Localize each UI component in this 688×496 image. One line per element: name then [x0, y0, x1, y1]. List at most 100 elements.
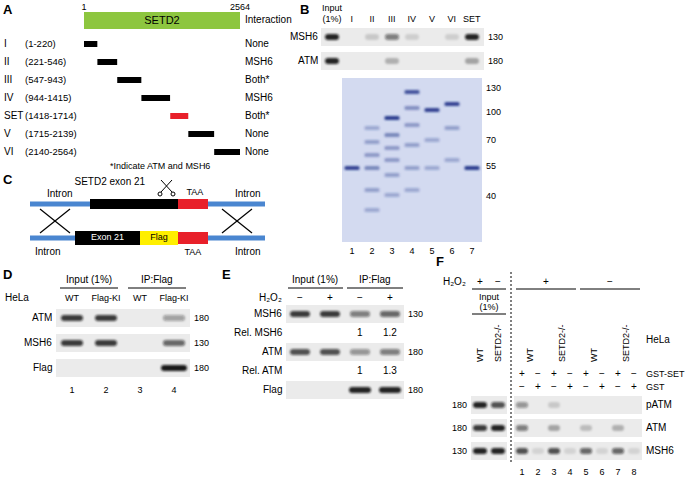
figure-label: 7 [470, 246, 475, 256]
figure-label: Intron [235, 188, 261, 200]
coomassie-gel [342, 78, 482, 242]
western-blot [471, 442, 507, 460]
western-blot [321, 52, 484, 70]
gel-band [365, 153, 380, 157]
figure-label: − [495, 276, 501, 288]
protein-band [596, 448, 608, 454]
bracket-line [472, 314, 506, 315]
protein-band [161, 365, 187, 371]
lane-label: SETD2-/- [557, 324, 567, 362]
figure-label: WT [65, 293, 79, 303]
protein-band [163, 340, 185, 346]
recombination-cross [40, 209, 70, 233]
protein-band [628, 448, 640, 454]
figure-label: H₂O₂ [259, 292, 282, 304]
figure-label: 5 [430, 246, 435, 256]
gel-band [385, 173, 400, 177]
figure-label: V [4, 128, 11, 140]
figure-label: 6 [600, 467, 605, 477]
figure-label: GST [646, 382, 665, 392]
stop-codon-box [178, 232, 208, 244]
node-text: Exon 21 [91, 233, 124, 243]
scissors-icon [161, 180, 172, 192]
figure-label: 1 [357, 365, 363, 377]
protein-band [516, 402, 528, 408]
figure-label: Interaction [245, 14, 292, 26]
gel-band [445, 158, 460, 162]
lane-label: WT [589, 348, 599, 362]
protein-band [385, 34, 399, 40]
figure-label: ATM [298, 55, 318, 67]
protein-band [380, 311, 400, 317]
panel-letter: B [300, 3, 309, 18]
gel-band [405, 143, 420, 147]
bracket-line [60, 288, 118, 289]
figure-label: 4 [172, 385, 177, 395]
figure-label: 130 [488, 32, 503, 42]
figure-label: (1%) [323, 14, 342, 24]
figure-label: (2140-2564) [25, 147, 77, 158]
protein-band [405, 34, 419, 40]
figure-label: HeLa [646, 334, 670, 346]
figure-label: + [543, 276, 549, 288]
scissors-icon [161, 180, 172, 192]
figure-label: 2 [104, 385, 109, 395]
figure-label: I [4, 38, 7, 50]
protein-band [491, 402, 505, 408]
western-blot [321, 28, 484, 46]
protein-band [325, 34, 339, 40]
figure-label: WT [133, 293, 147, 303]
figure-label: 130 [452, 446, 467, 456]
figure-label: IV [4, 92, 13, 104]
figure-label: Intron [235, 246, 261, 258]
figure-label: 2 [370, 246, 375, 256]
flag-tag-box: Flag [140, 231, 178, 245]
figure-label: 4 [568, 467, 573, 477]
figure-label: 6 [450, 246, 455, 256]
figure-label: 100 [486, 107, 501, 117]
figure-label: + [583, 368, 589, 380]
gel-band [465, 166, 480, 170]
panel-letter: F [436, 255, 444, 270]
protein-band [532, 448, 544, 454]
figure-label: Rel. ATM [242, 365, 282, 377]
protein-band [350, 349, 370, 355]
node-text: SETD2 [144, 14, 179, 26]
panel-letter: D [3, 268, 12, 283]
figure-label: 3 [390, 246, 395, 256]
lane-label: SETD2-/- [493, 324, 503, 362]
figure-label: Flag-KI [92, 293, 121, 303]
figure-label: TAA [187, 187, 204, 197]
figure-label: SET [463, 14, 481, 24]
bracket-line [347, 288, 403, 289]
figure-label: 7 [616, 467, 621, 477]
western-blot [286, 343, 404, 361]
figure-label: − [583, 381, 589, 393]
gel-band [445, 102, 460, 106]
figure-label: Both* [245, 74, 269, 86]
protein-band [379, 387, 401, 393]
protein-band [320, 349, 340, 355]
figure-label: V [429, 14, 435, 24]
figure-label: 130 [408, 309, 423, 319]
figure-label: − [599, 368, 605, 380]
bracket-line [128, 288, 186, 289]
figure-label: IV [408, 14, 417, 24]
figure-label: None [245, 146, 269, 158]
figure-label: (1-220) [25, 39, 56, 50]
figure-label: + [631, 381, 637, 393]
figure-label: pATM [646, 399, 672, 411]
figure-label: + [551, 368, 557, 380]
protein-band [320, 311, 340, 317]
figure-label: Input [322, 3, 342, 13]
figure-label: (547-943) [25, 75, 66, 86]
western-blot [56, 309, 190, 327]
figure-label: III [4, 74, 12, 86]
figure-label: MSH6 [24, 337, 52, 349]
recombination-cross [40, 209, 70, 233]
figure-label: MSH6 [290, 31, 318, 43]
figure-label: III [388, 14, 396, 24]
figure-label: Flag [263, 384, 282, 396]
figure-label: I [351, 14, 354, 24]
figure-label: (1%) [480, 302, 499, 312]
